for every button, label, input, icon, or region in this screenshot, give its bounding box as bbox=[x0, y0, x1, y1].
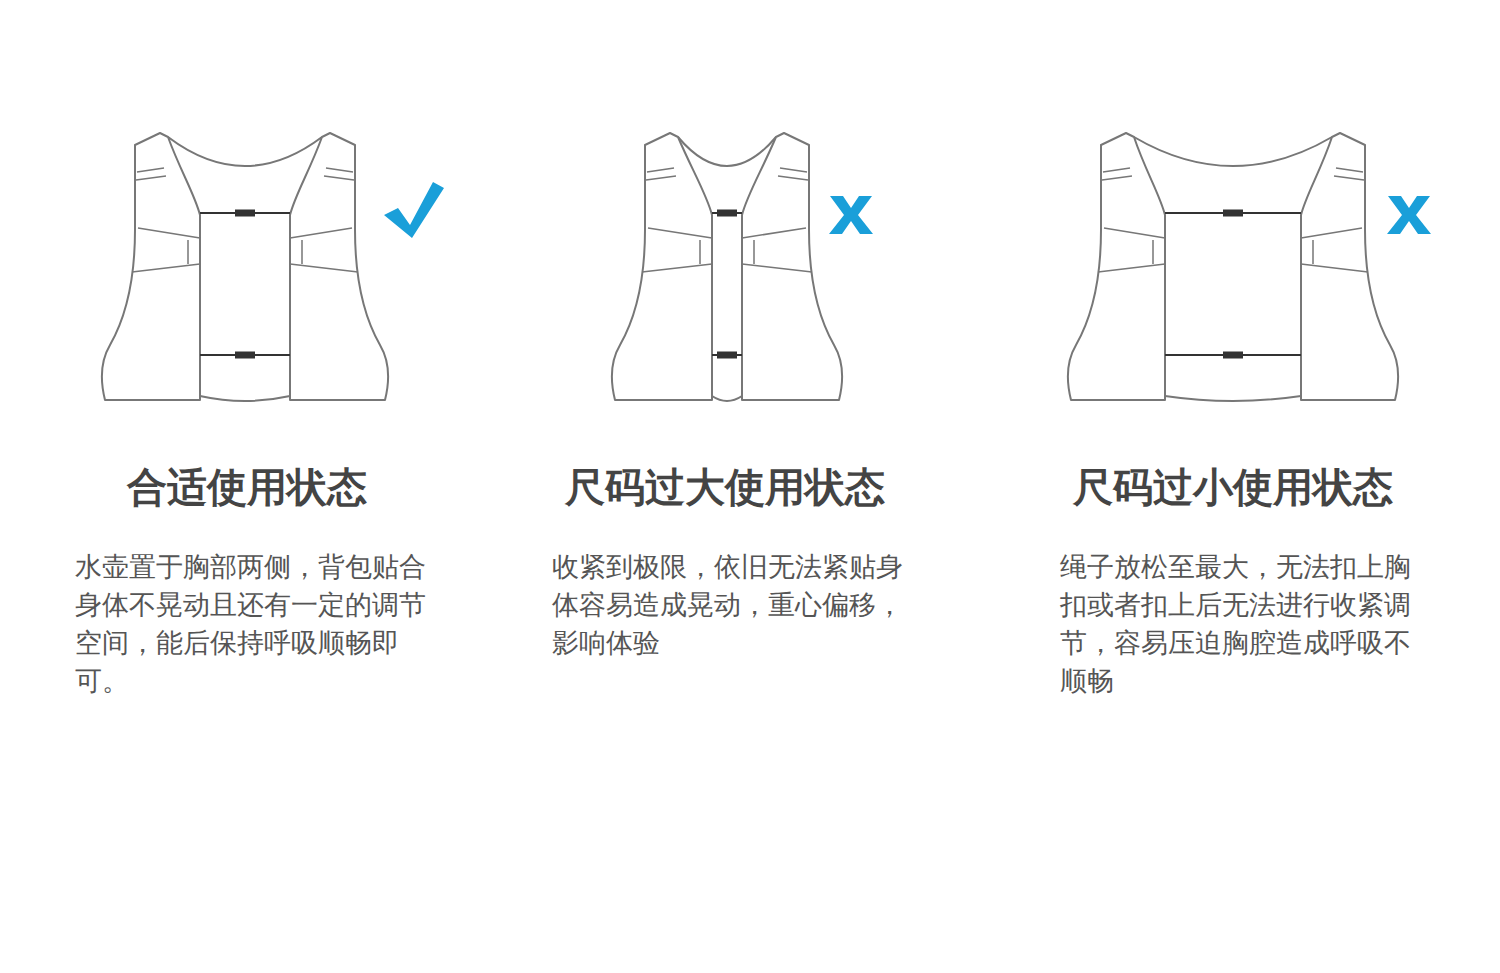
vest bbox=[102, 133, 389, 401]
vest bbox=[612, 133, 843, 401]
pocket-line bbox=[1301, 168, 1368, 272]
state-description: 水壶置于胸部两侧，背包贴合身体不晃动且还有一定的调节空间，能后保持呼吸顺畅即可。 bbox=[75, 548, 435, 700]
vest-back bbox=[200, 396, 290, 401]
vest-panel bbox=[1068, 133, 1165, 400]
vest-panel-outline bbox=[612, 133, 712, 400]
vest-back bbox=[1134, 137, 1332, 166]
pocket-line bbox=[1098, 168, 1165, 272]
strap-buckle bbox=[235, 210, 255, 217]
vest-back bbox=[712, 396, 742, 401]
strap-buckle bbox=[235, 352, 255, 359]
vest-panel-outline bbox=[102, 133, 200, 400]
vest-panel bbox=[1301, 133, 1398, 400]
strap-buckle bbox=[1223, 352, 1243, 359]
vest-panel-outline bbox=[742, 133, 842, 400]
vest-back bbox=[168, 137, 322, 166]
vest-panel bbox=[742, 133, 842, 400]
cross-mark bbox=[829, 196, 873, 234]
strap-buckle bbox=[717, 352, 737, 359]
check-mark bbox=[384, 182, 444, 238]
state-heading: 合适使用状态 bbox=[127, 460, 367, 515]
pocket-line bbox=[290, 168, 358, 272]
vest bbox=[1068, 133, 1399, 401]
state-heading: 尺码过小使用状态 bbox=[1073, 460, 1393, 515]
vest-panel-outline bbox=[1068, 133, 1165, 400]
vest-back bbox=[678, 137, 776, 166]
vest-panel-outline bbox=[290, 133, 388, 400]
vest-panel bbox=[102, 133, 200, 400]
pocket-line bbox=[132, 168, 200, 272]
vest-panel bbox=[612, 133, 712, 400]
vest-panel-outline bbox=[1301, 133, 1398, 400]
vest-panel bbox=[290, 133, 388, 400]
cross-mark bbox=[1387, 196, 1431, 234]
strap-buckle bbox=[717, 210, 737, 217]
state-description: 绳子放松至最大，无法扣上胸扣或者扣上后无法进行收紧调节，容易压迫胸腔造成呼吸不顺… bbox=[1060, 548, 1420, 700]
state-description: 收紧到极限，依旧无法紧贴身体容易造成晃动，重心偏移，影响体验 bbox=[552, 548, 912, 662]
strap-buckle bbox=[1223, 210, 1243, 217]
state-heading: 尺码过大使用状态 bbox=[565, 460, 885, 515]
vest-group bbox=[102, 133, 1399, 401]
vest-back bbox=[1165, 396, 1301, 401]
pocket-line bbox=[742, 168, 812, 272]
pocket-line bbox=[642, 168, 712, 272]
